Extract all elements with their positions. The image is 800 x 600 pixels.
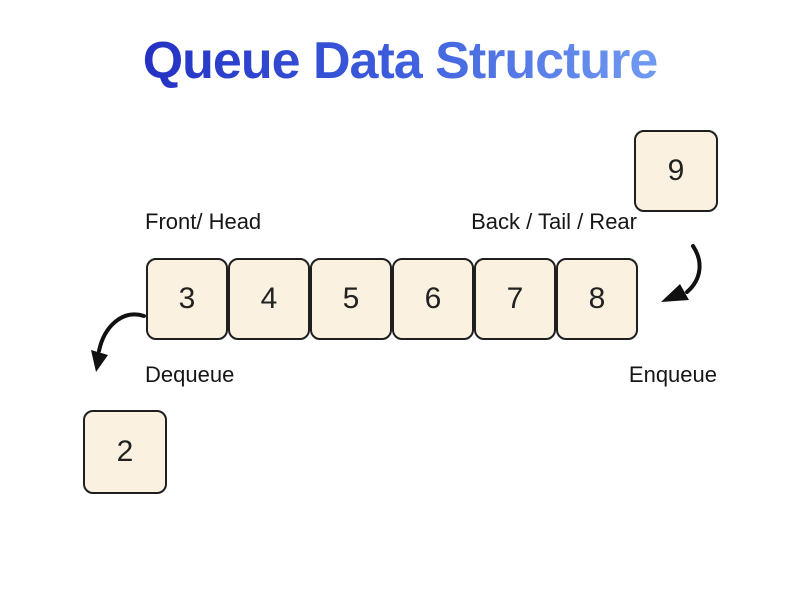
dequeue-arrow-icon	[91, 312, 146, 372]
queue-cell: 8	[556, 258, 638, 340]
enqueue-arrow-icon	[661, 244, 702, 302]
queue-cell: 5	[310, 258, 392, 340]
queue-cell: 6	[392, 258, 474, 340]
back-tail-rear-label: Back / Tail / Rear	[471, 209, 637, 234]
enqueue-arrowhead	[661, 284, 689, 302]
front-head-label: Front/ Head	[145, 209, 262, 234]
enqueued-item-value: 9	[667, 154, 685, 187]
queue-cell-value: 4	[260, 282, 278, 315]
queue-cell-value: 3	[178, 282, 196, 315]
dequeued-item-box: 2	[83, 410, 167, 494]
dequeue-arrowhead	[91, 350, 108, 372]
dequeue-label: Dequeue	[145, 362, 235, 387]
queue-cell-value: 5	[342, 282, 360, 315]
enqueued-item-box: 9	[634, 130, 718, 212]
queue-cell: 3	[146, 258, 228, 340]
queue-cell-value: 8	[588, 282, 606, 315]
queue-cell: 7	[474, 258, 556, 340]
queue-cell-value: 7	[506, 282, 524, 315]
queue-cell: 4	[228, 258, 310, 340]
queue-cell-value: 6	[424, 282, 442, 315]
dequeue-arrow-curve	[97, 312, 146, 353]
page-title: Queue Data Structure	[142, 32, 659, 90]
enqueue-label: Enqueue	[628, 362, 717, 387]
dequeued-item-value: 2	[116, 435, 134, 468]
enqueue-arrow-curve	[685, 244, 702, 294]
queue-row: 3 4 5 6 7 8	[146, 258, 638, 340]
